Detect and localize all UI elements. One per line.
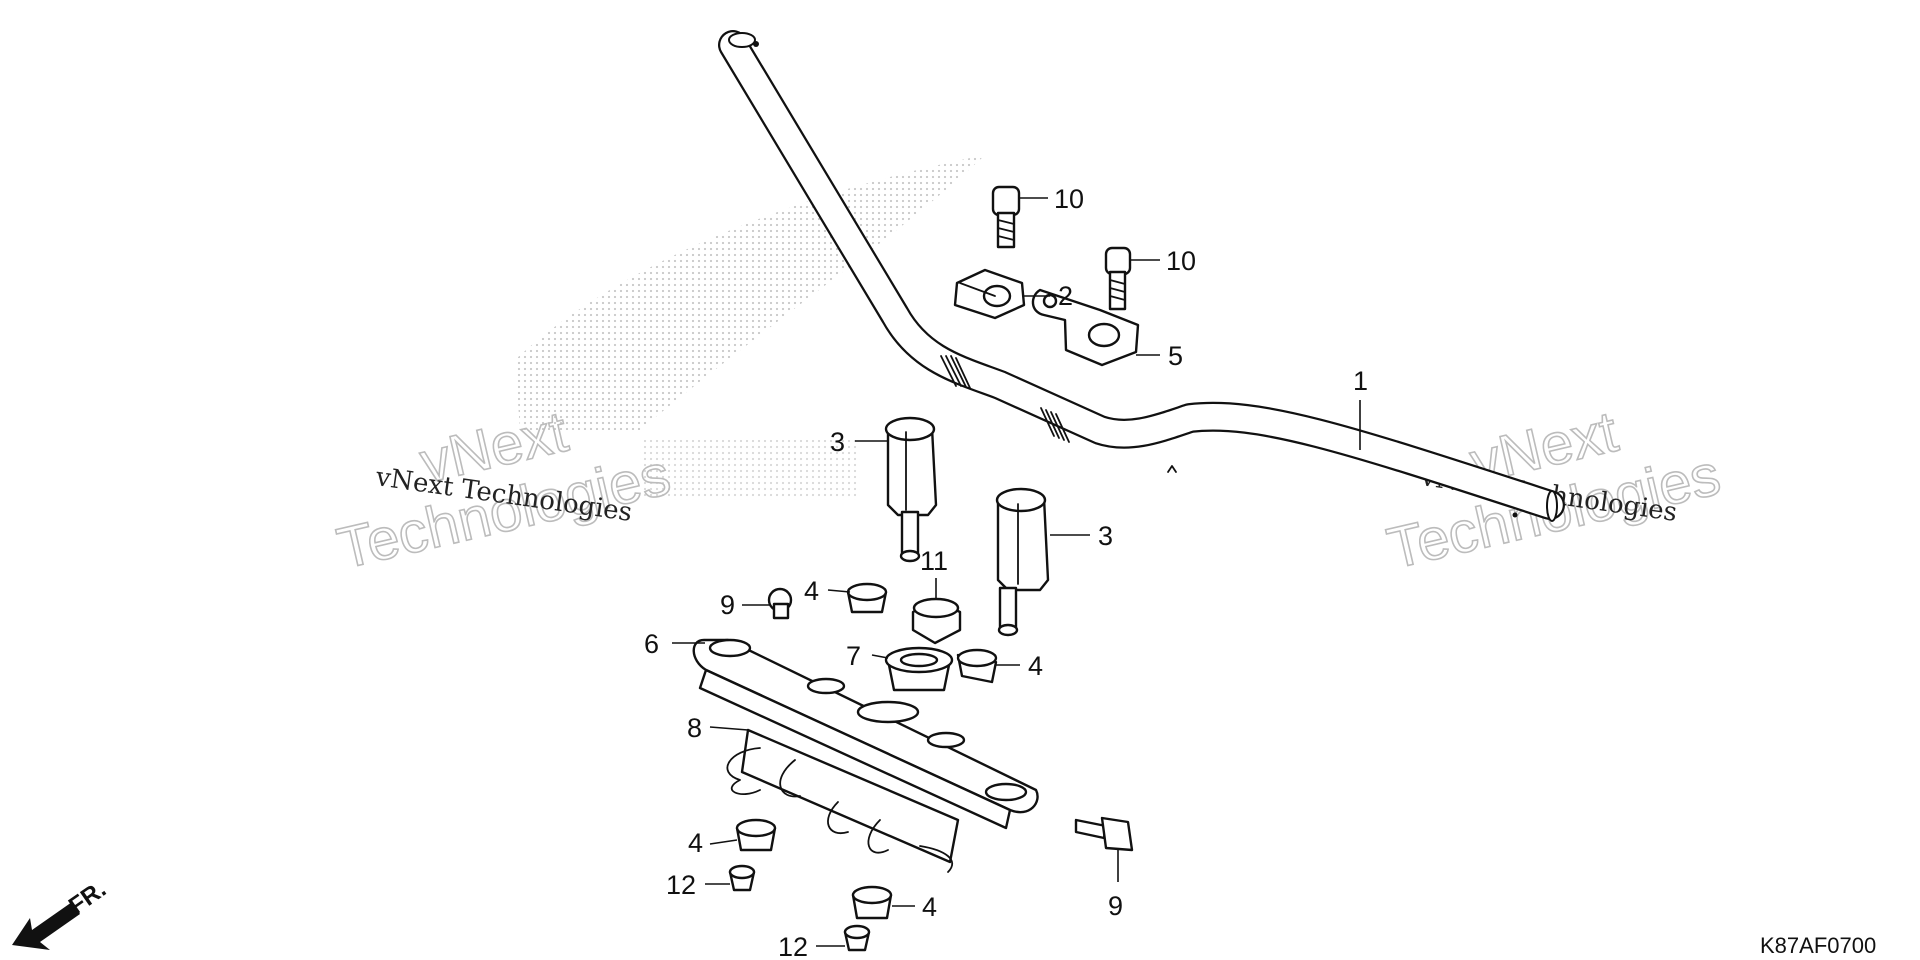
nut-part-12-right	[843, 924, 871, 952]
bolt-part-10-right	[1104, 246, 1132, 311]
callout-2: 2	[1058, 281, 1073, 311]
callouts: 1 2 3 3 4 4 4 4 5 6 7 8 9 9 10 10 11 12 …	[644, 184, 1368, 960]
nut-part-12-left	[728, 864, 756, 892]
front-direction-arrow-icon: FR.	[12, 876, 111, 950]
handlebar-part-1	[718, 30, 1565, 522]
callout-6: 6	[644, 629, 659, 659]
bracket-part-8	[726, 728, 960, 873]
bolt-part-9-upper	[767, 587, 793, 620]
callout-9-upper: 9	[720, 590, 735, 620]
callout-11: 11	[920, 546, 948, 576]
wing-logo-watermark	[515, 155, 985, 500]
leader-lines	[672, 197, 1361, 947]
callout-7: 7	[846, 641, 861, 671]
riser-part-3-right	[995, 487, 1050, 637]
callout-4-lower-right: 4	[922, 892, 937, 922]
callout-3-left: 3	[830, 427, 845, 457]
bushing-part-4-lower-right	[851, 885, 893, 920]
bushing-part-4-upper-left	[846, 582, 888, 614]
bushing-part-4-upper-right	[956, 648, 998, 684]
callout-9-lower: 9	[1108, 891, 1123, 921]
bolt-part-10-left	[991, 185, 1021, 249]
bolt-part-9-lower	[1074, 816, 1134, 852]
riser-part-3-left	[884, 416, 938, 563]
callout-5: 5	[1168, 341, 1183, 371]
callout-4-upper-left: 4	[804, 576, 819, 606]
callout-3-right: 3	[1098, 521, 1113, 551]
callout-10-right: 10	[1166, 246, 1196, 276]
callout-8: 8	[687, 713, 702, 743]
upper-holder-part-2	[953, 268, 1026, 320]
callout-12-left: 12	[666, 870, 696, 900]
callout-10-left: 10	[1054, 184, 1084, 214]
callout-4-upper-right: 4	[1028, 651, 1043, 681]
callout-12-right: 12	[778, 932, 808, 960]
nut-part-11	[911, 597, 962, 645]
top-bridge-part-6	[692, 638, 1039, 830]
callout-4-lower-left: 4	[688, 828, 703, 858]
diagram-code: K87AF0700	[1760, 933, 1876, 958]
callout-1: 1	[1353, 366, 1368, 396]
collar-part-7	[884, 646, 954, 692]
bushing-part-4-lower-left	[735, 818, 777, 852]
